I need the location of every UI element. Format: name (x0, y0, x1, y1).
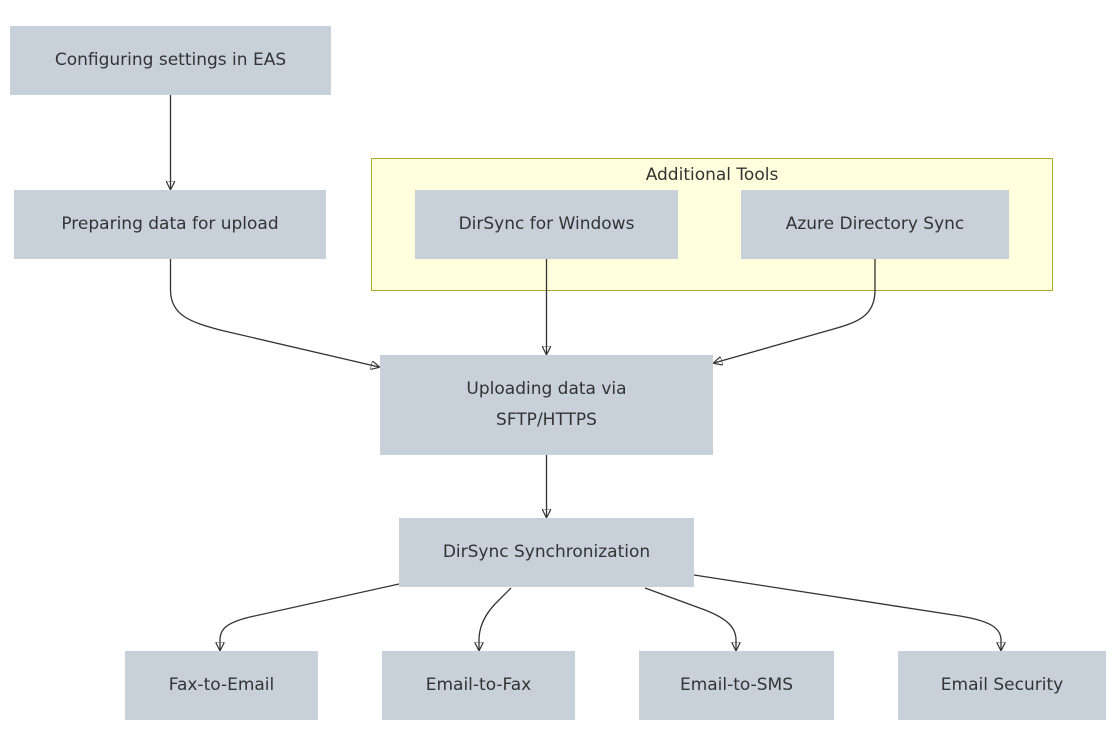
node-preparing-data: Preparing data for upload (14, 190, 326, 259)
node-label: Configuring settings in EAS (54, 50, 287, 70)
node-email-to-sms: Email-to-SMS (639, 651, 834, 720)
edge-sync-fax-email (220, 583, 400, 650)
node-label: Email-to-SMS (679, 675, 794, 695)
edge-azure-upload (714, 259, 876, 363)
node-dirsync-synchronization: DirSync Synchronization (399, 518, 694, 587)
node-label: Fax-to-Email (168, 675, 275, 695)
edge-sync-email-sms (644, 587, 736, 650)
edge-sync-email-fax (479, 587, 512, 650)
node-uploading-data: Uploading data via SFTP/HTTPS (380, 355, 713, 455)
node-label: DirSync Synchronization (442, 542, 651, 562)
node-email-security: Email Security (898, 651, 1106, 720)
node-fax-to-email: Fax-to-Email (125, 651, 318, 720)
node-label: Email-to-Fax (425, 675, 532, 695)
node-email-to-fax: Email-to-Fax (382, 651, 575, 720)
node-configuring-settings: Configuring settings in EAS (10, 26, 331, 95)
node-dirsync-windows: DirSync for Windows (415, 190, 678, 259)
node-label: Preparing data for upload (61, 214, 279, 234)
node-azure-directory-sync: Azure Directory Sync (741, 190, 1009, 259)
node-label: Azure Directory Sync (785, 214, 965, 234)
node-label: Email Security (940, 675, 1064, 695)
node-label: Uploading data via SFTP/HTTPS (466, 379, 627, 430)
node-label: DirSync for Windows (458, 214, 635, 234)
cluster-title: Additional Tools (645, 165, 779, 185)
edge-sync-email-security (693, 574, 1001, 650)
edge-prepare-upload (169, 259, 380, 367)
